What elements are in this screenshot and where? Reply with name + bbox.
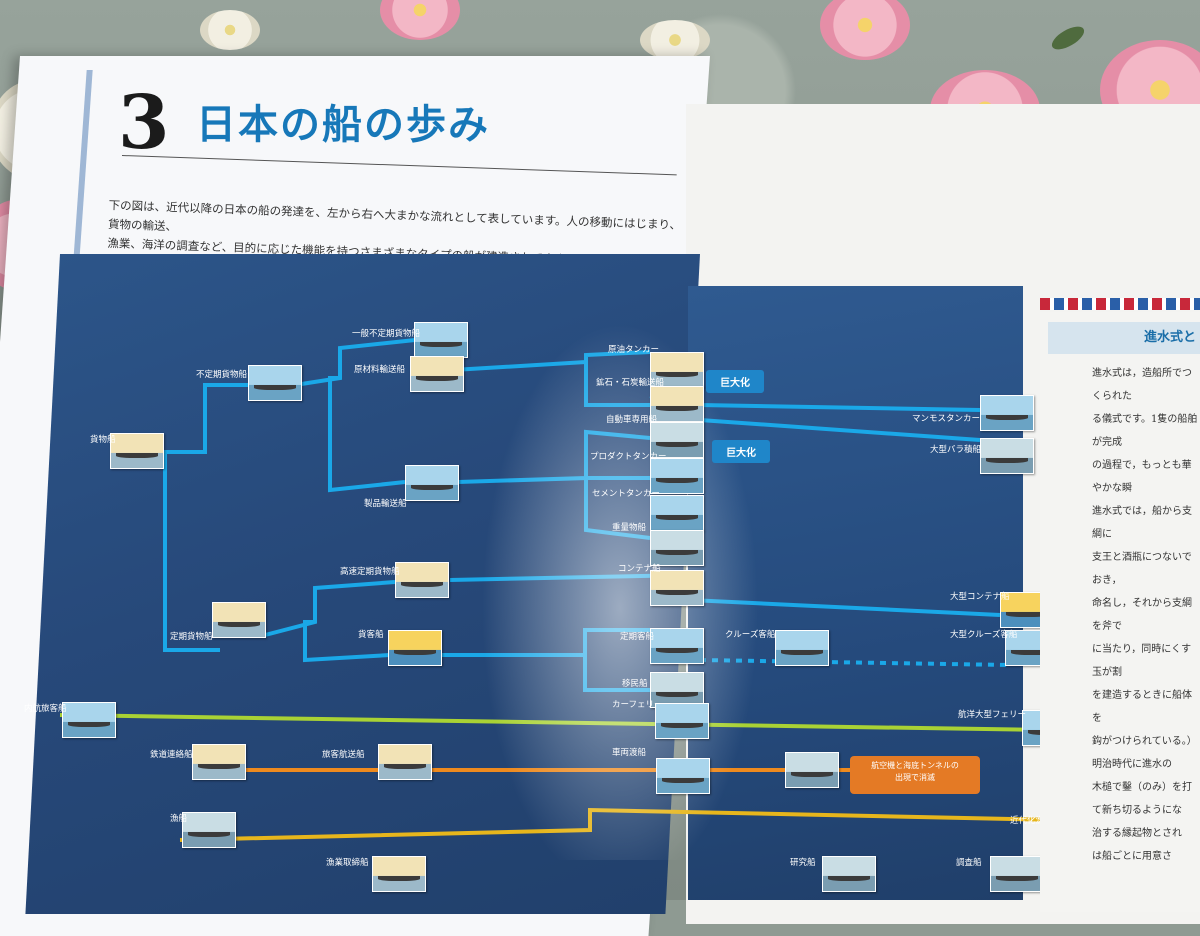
ship-label: カーフェリー: [612, 698, 663, 710]
ship-label: 自動車専用船: [606, 413, 657, 425]
decline-callout: 航空機と海底トンネルの 出現で消滅: [850, 756, 980, 794]
ship-label: セメントタンカー: [592, 487, 660, 499]
ship-photo: [110, 433, 164, 469]
ship-photo: [212, 602, 266, 638]
ship-photo: [405, 465, 459, 501]
ship-photo: [395, 562, 449, 598]
ship-label: 漁業取締船: [326, 856, 369, 868]
enlargement-callout: 巨大化: [712, 440, 770, 463]
ship-label: 貨物船: [90, 433, 116, 445]
ship-label: クルーズ客船: [725, 628, 775, 640]
ship-photo: [656, 758, 710, 794]
ship-label: マンモスタンカー: [912, 412, 980, 424]
decline-callout-line: 航空機と海底トンネルの: [850, 760, 980, 772]
ship-photo: [650, 495, 704, 531]
ship-photo: [192, 744, 246, 780]
ship-label: 大型コンテナ船: [950, 590, 1010, 602]
ship-photo: [378, 744, 432, 780]
ship-label: 不定期貨物船: [196, 368, 247, 380]
ship-label: 重量物船: [612, 521, 646, 533]
ship-label: 原材料輸送船: [354, 363, 405, 375]
ship-photo: [650, 570, 704, 606]
ship-label: 貨客船: [358, 628, 384, 640]
ship-photo: [372, 856, 426, 892]
ship-photo: [650, 386, 704, 422]
ship-label: 内航旅客船: [24, 702, 67, 714]
ship-label: 高速定期貨物船: [340, 565, 400, 577]
ship-label: 鉱石・石炭輸送船: [596, 376, 664, 388]
sidebar-heading: 進水式と: [1048, 322, 1200, 354]
ship-photo: [414, 322, 468, 358]
bunting-stripe: [1040, 298, 1200, 310]
ship-label: 車両渡船: [612, 746, 646, 758]
ship-label: コンテナ船: [618, 562, 661, 574]
ship-photo: [655, 703, 709, 739]
ship-label: 大型バラ積船: [930, 443, 981, 455]
sidebar-body: 進水式は，造船所でつくられた る儀式です。1隻の船舶が完成 の過程で，もっとも華…: [1092, 362, 1200, 862]
ship-label: 原油タンカー: [608, 343, 659, 355]
ship-photo: [388, 630, 442, 666]
ship-photo: [62, 702, 116, 738]
ship-label: 移民船: [622, 677, 648, 689]
ship-photo: [822, 856, 876, 892]
ship-label: 鉄道連絡船: [150, 748, 193, 760]
enlargement-callout: 巨大化: [706, 370, 764, 393]
ship-photo: [248, 365, 302, 401]
ship-label: プロダクトタンカー: [590, 450, 667, 462]
ship-label: 調査船: [956, 856, 982, 868]
ship-photo: [785, 752, 839, 788]
ship-label: 一般不定期貨物船: [352, 327, 420, 339]
ship-label: 漁船: [170, 812, 187, 824]
ship-label: 定期客船: [620, 630, 654, 642]
ship-photo: [650, 530, 704, 566]
ship-photo: [182, 812, 236, 848]
ship-label: 旅客航送船: [322, 748, 365, 760]
ship-photo: [980, 395, 1034, 431]
ship-label: 製品輸送船: [364, 497, 407, 509]
ship-label: 研究船: [790, 856, 816, 868]
ship-label: 大型クルーズ客船: [950, 628, 1017, 640]
ship-photo: [990, 856, 1044, 892]
ship-label: 定期貨物船: [170, 630, 213, 642]
ship-photo: [775, 630, 829, 666]
ship-photo: [980, 438, 1034, 474]
ship-label: 航洋大型フェリー: [958, 708, 1026, 720]
ship-photo: [650, 628, 704, 664]
decline-callout-line: 出現で消滅: [850, 772, 980, 784]
ship-photo: [410, 356, 464, 392]
